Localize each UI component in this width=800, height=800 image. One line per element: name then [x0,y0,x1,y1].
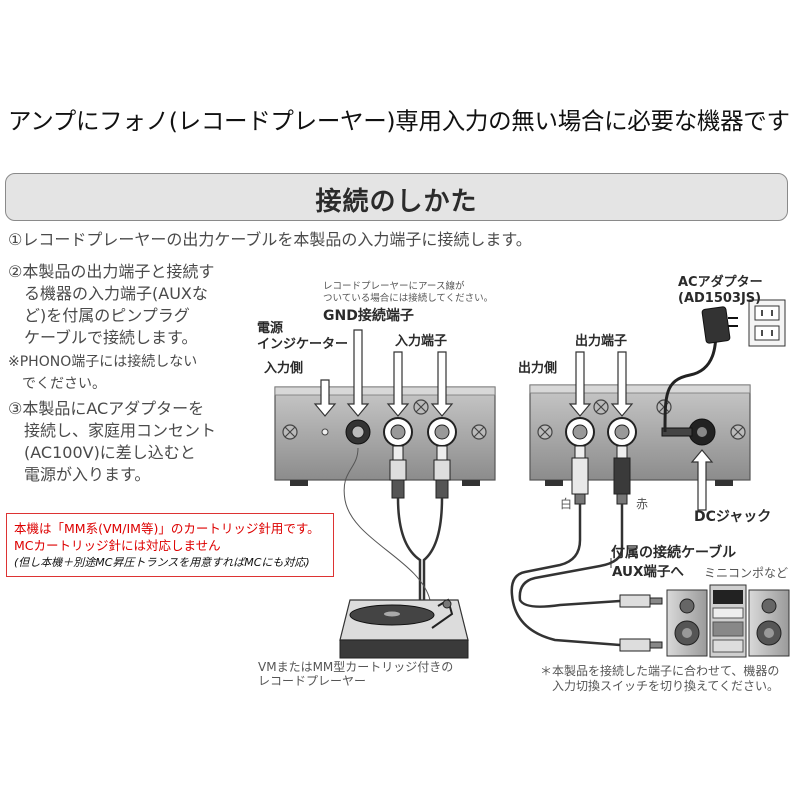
step-2: ②本製品の出力端子と接続す る機器の入力端子(AUXな ど)を付属のピンプラグ … [8,262,215,347]
output-side-label: 出力側 [518,361,558,376]
gnd-terminal-icon [345,419,371,445]
step-1: ①レコードプレーヤーの出力ケーブルを本製品の入力端子に接続します。 [8,230,532,249]
input-side-label: 入力側 [264,361,304,376]
white-plug-label: 白 [560,497,573,511]
headline: アンプにフォノ(レコードプレーヤー)専用入力の無い場合に必要な機器です [8,107,790,135]
output-terminal-label: 出力端子 [575,334,628,349]
power-indicator-label: 電源 インジケーター [257,321,349,352]
phono-note: ※PHONO端子には接続しない でください。 [8,354,198,392]
screw-icon [282,399,487,440]
warning-line-1: 本機は「MM系(VM/IM等)」のカートリッジ針用です。 [14,521,320,536]
warning-line-3: (但し本機＋別途MC昇圧トランスを用意すればMCにも対応) [14,556,310,569]
record-player-label: VMまたはMM型カートリッジ付きの レコードプレーヤー [258,660,454,688]
step-3: ③本製品にACアダプターを 接続し、家庭用コンセント (AC100V)に差し込む… [8,399,217,484]
red-plug-label: 赤 [636,497,649,511]
arrow-icon [313,329,454,417]
warning-box: 本機は「MM系(VM/IM等)」のカートリッジ針用です。 MCカートリッジ針には… [6,513,334,577]
output-cable [518,504,624,608]
input-switch-note: ＊本製品を接続した端子に合わせて、機器の 入力切換スイッチを切り換えてください。 [540,664,780,693]
output-plug-red-icon [613,445,631,505]
screw-icon [537,399,746,440]
phono-plug-icon [389,445,451,499]
dc-jack-label: DCジャック [694,509,772,525]
input-cable [422,497,444,600]
input-jack-icon [383,417,457,447]
input-cable [396,497,422,600]
input-terminal-label: 入力端子 [395,334,448,349]
phono-equalizer-output-side [529,384,751,486]
mini-component-label: ミニコンポなど [704,566,789,580]
ac-adapter-cord [663,329,718,433]
aux-plug-icon [619,594,663,652]
section-banner: 接続のしかた [5,173,788,221]
output-cable [510,504,621,647]
wall-outlet-icon [748,299,786,347]
arrow-icon [568,351,714,511]
output-plug-white-icon [571,445,589,505]
aux-terminal-label: AUX端子へ [612,564,684,580]
ac-adapter-icon [701,306,738,344]
ac-adapter-label: ACアダプター (AD1503JS) [678,275,763,306]
included-cable-label: 付属の接続ケーブル [611,545,737,561]
ground-wire [343,447,431,601]
output-jack-icon [565,417,637,447]
mini-component-icon [666,584,790,658]
power-indicator-icon [321,428,329,436]
gnd-terminal-label: GND接続端子 [323,308,414,324]
warning-line-2: MCカートリッジ針には対応しません [14,538,221,553]
section-title: 接続のしかた [315,187,478,217]
record-player-icon [339,598,469,659]
dc-jack-icon [661,418,716,446]
earth-wire-note: レコードプレーヤーにアース線が ついている場合には接続してください。 [323,281,494,304]
